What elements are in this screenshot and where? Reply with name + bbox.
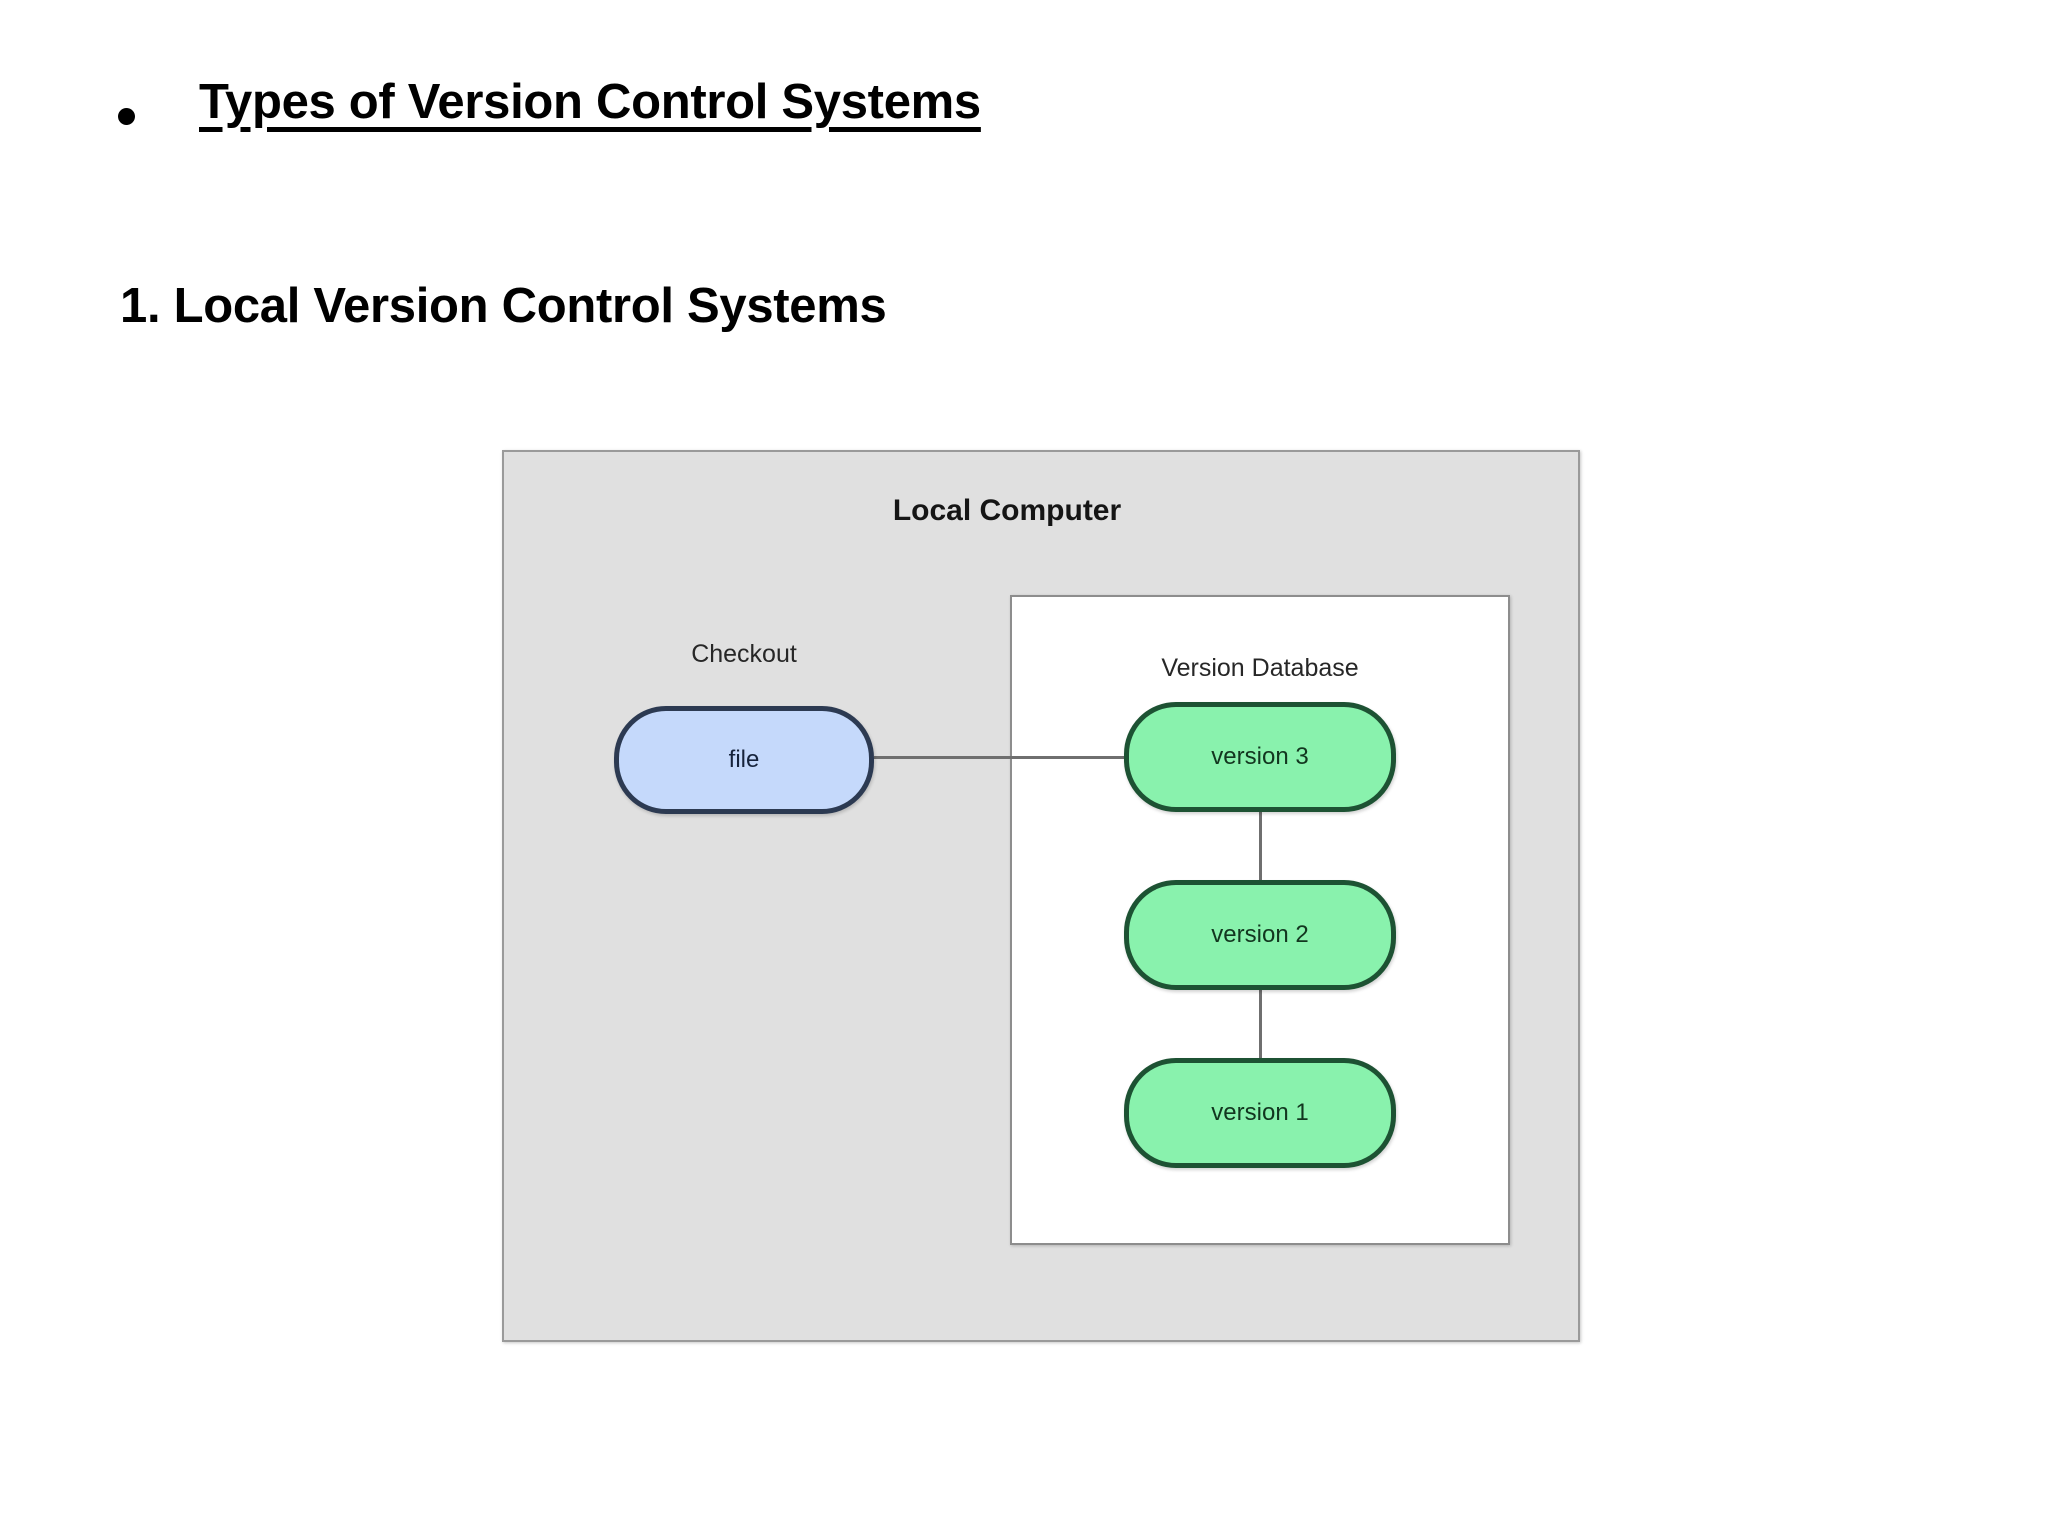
node-version-3[interactable]: version 3 [1124,702,1396,812]
node-file[interactable]: file [614,706,874,814]
version-database-label: Version Database [1161,654,1359,682]
bullet-heading-row: Types of Version Control Systems [118,78,981,127]
bullet-point-icon [118,108,135,125]
node-version-2[interactable]: version 2 [1124,880,1396,990]
connector-version2-to-version1 [1259,989,1262,1059]
page-title: Types of Version Control Systems [199,75,981,129]
local-computer-title: Local Computer [892,494,1122,527]
subheading-local-vcs: 1. Local Version Control Systems [120,279,887,333]
connector-file-to-version3 [874,756,1127,759]
local-vcs-diagram: Local Computer Checkout Version Database… [502,450,1580,1342]
node-version-1[interactable]: version 1 [1124,1058,1396,1168]
checkout-label: Checkout [691,640,797,668]
connector-version3-to-version2 [1259,811,1262,881]
